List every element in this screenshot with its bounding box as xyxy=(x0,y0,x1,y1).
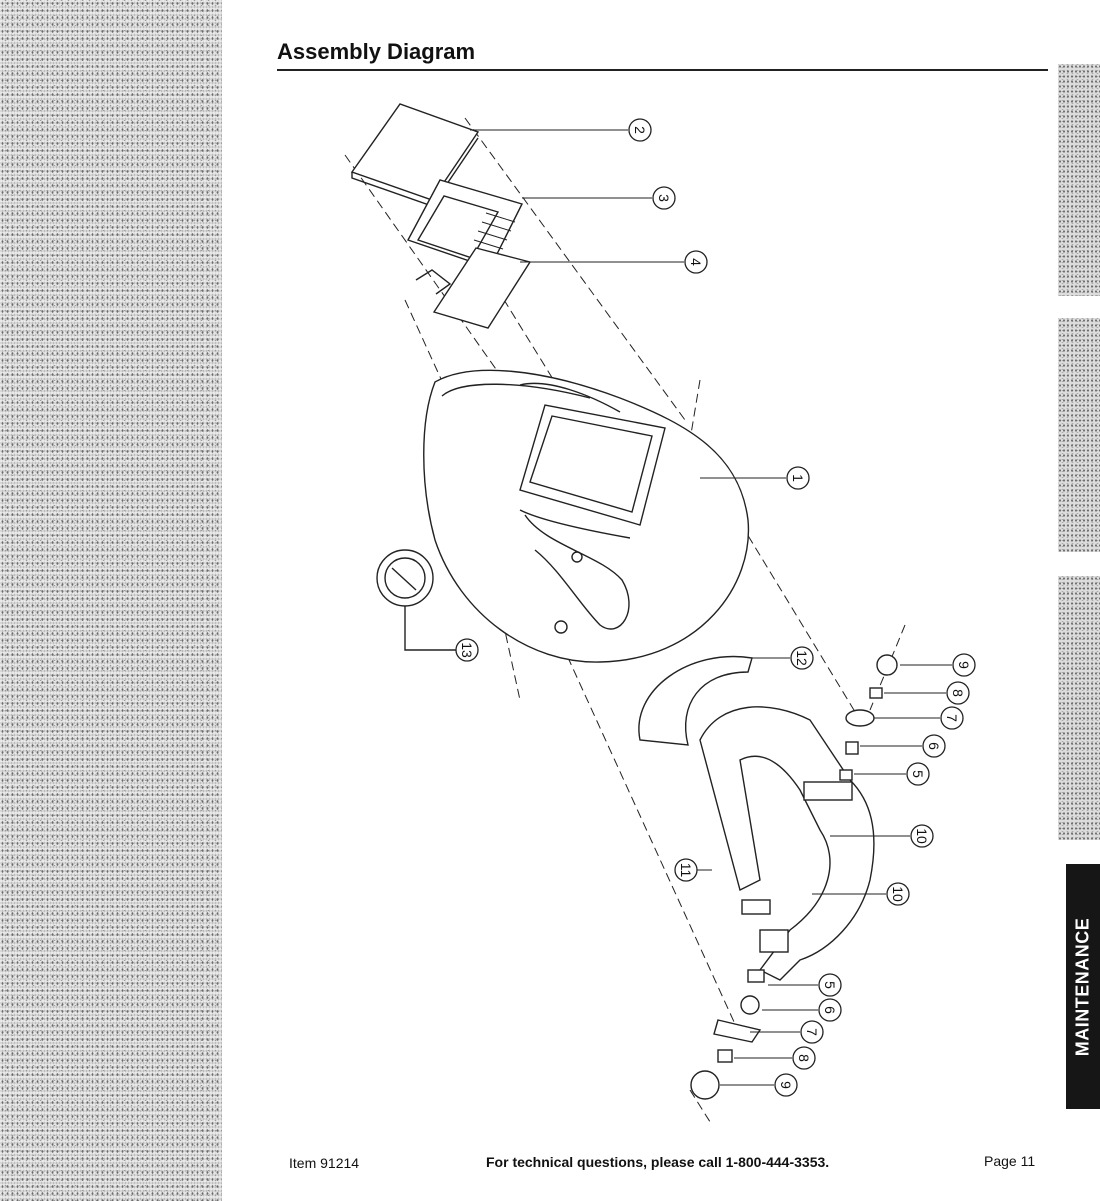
page-title: Assembly Diagram xyxy=(277,39,476,64)
callout-label: 5 xyxy=(910,770,926,778)
callout-label: 13 xyxy=(459,642,475,658)
footer-item-number: Item 91214 xyxy=(289,1155,360,1171)
scan-margin-noise xyxy=(0,0,222,1201)
section-tab-maintenance[interactable]: MAINTENANCE xyxy=(1066,864,1100,1109)
callout-label: 12 xyxy=(794,650,810,666)
leader-lines xyxy=(470,129,952,1086)
right-adjuster-parts xyxy=(839,654,898,781)
helmet-shell-part xyxy=(423,369,750,663)
headgear-part xyxy=(699,706,875,981)
section-tab-3[interactable] xyxy=(1058,576,1100,840)
callout-label: 6 xyxy=(822,1006,838,1014)
callout-label: 9 xyxy=(778,1081,794,1089)
callout-label: 6 xyxy=(926,742,942,750)
callout-label: 10 xyxy=(890,886,906,902)
footer-page-number: Page 11 xyxy=(984,1153,1036,1169)
callout-label: 10 xyxy=(914,828,930,844)
section-tab-maintenance-label: MAINTENANCE xyxy=(1072,917,1093,1056)
filter-cartridge-part xyxy=(406,179,524,295)
callout-label: 2 xyxy=(632,126,648,134)
callout-label: 5 xyxy=(822,981,838,989)
callout-label: 7 xyxy=(944,714,960,722)
callout-label: 1 xyxy=(790,474,806,482)
lens-cover-part xyxy=(350,103,480,207)
callout-label: 8 xyxy=(796,1054,812,1062)
footer-help-text: For technical questions, please call 1-8… xyxy=(486,1154,830,1170)
callout-label: 4 xyxy=(688,258,704,266)
section-tab-2[interactable] xyxy=(1058,318,1100,552)
section-tab-1[interactable] xyxy=(1058,64,1100,296)
callout-circles xyxy=(455,118,976,1097)
assembly-diagram: 2 3 4 1 12 9 8 7 6 5 10 10 11 5 6 7 8 9 … xyxy=(344,103,976,1126)
callout-label: 3 xyxy=(656,194,672,202)
callout-label: 8 xyxy=(950,689,966,697)
title-divider xyxy=(277,69,1048,71)
sensitivity-knob-part xyxy=(376,549,457,651)
callout-label: 11 xyxy=(678,863,694,878)
callout-label: 9 xyxy=(956,661,972,669)
inner-lens-part xyxy=(432,247,532,329)
bottom-adjuster-parts xyxy=(690,969,765,1100)
callout-labels: 2 3 4 1 12 9 8 7 6 5 10 10 11 5 6 7 8 9 … xyxy=(459,126,972,1089)
callout-label: 7 xyxy=(804,1028,820,1036)
